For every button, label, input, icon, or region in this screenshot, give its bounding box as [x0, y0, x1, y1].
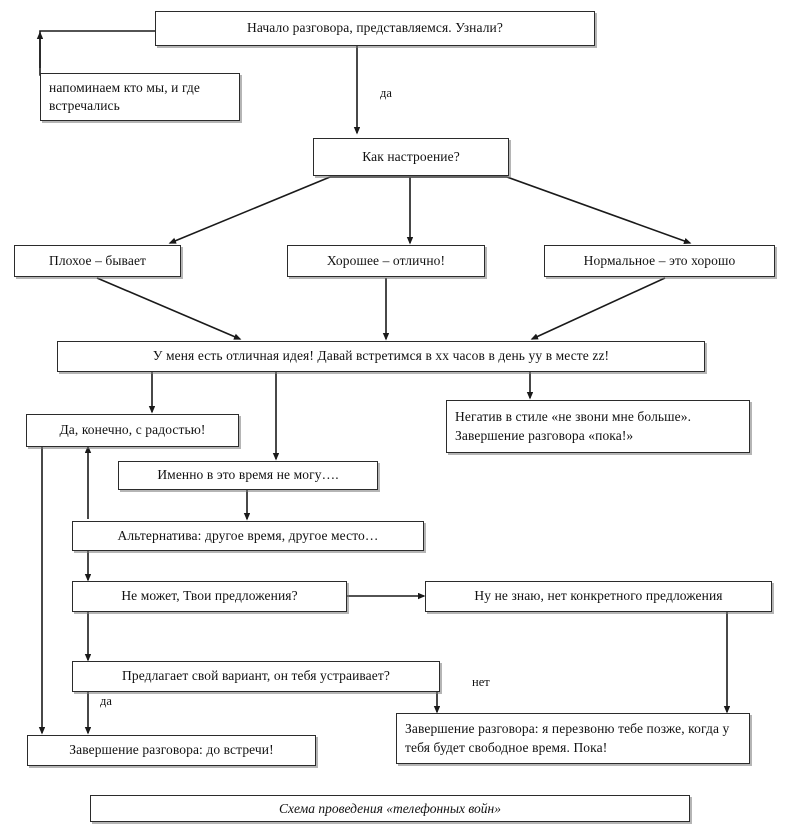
node-mood-bad-label: Плохое – бывает — [48, 252, 147, 268]
node-mood-normal[interactable]: Нормальное – это хорошо — [544, 245, 775, 277]
edge-normal-to-proposal — [530, 277, 666, 340]
diagram-caption: Схема проведения «телефонных войн» — [90, 795, 690, 822]
node-end-call-later-label: Завершение разговора: я перезвоню тебе п… — [405, 721, 730, 755]
node-remind[interactable]: напоминаем кто мы, и где встречались — [40, 73, 240, 121]
edge-mood-left-stub — [97, 176, 330, 186]
node-end-see-you-label: Завершение разговора: до встречи! — [69, 742, 274, 758]
node-mood-good[interactable]: Хорошее – отлично! — [287, 245, 485, 277]
edge-label-yes-top: да — [380, 86, 392, 100]
node-cannot-now[interactable]: Именно в это время не могу…. — [118, 461, 378, 490]
edge-label-yes-variant: да — [100, 694, 112, 708]
node-negative[interactable]: Негатив в стиле «не звони мне больше». З… — [446, 400, 750, 453]
node-alternative[interactable]: Альтернатива: другое время, другое место… — [72, 521, 424, 551]
edge-mood-bus-hidden — [330, 176, 790, 190]
diagram-caption-label: Схема проведения «телефонных войн» — [279, 800, 501, 816]
node-mood-normal-label: Нормальное – это хорошо — [583, 252, 736, 268]
node-own-variant-label: Предлагает свой вариант, он тебя устраив… — [122, 668, 390, 684]
node-dont-know-label: Ну не знаю, нет конкретного предложения — [474, 588, 723, 604]
node-proposal-label: У меня есть отличная идея! Давай встрети… — [152, 348, 610, 364]
node-start-label: Начало разговора, представляемся. Узнали… — [247, 20, 503, 36]
node-mood-good-label: Хорошее – отлично! — [326, 252, 446, 268]
edge-mood-to-normal — [506, 176, 692, 244]
node-mood-question-label: Как настроение? — [362, 148, 460, 164]
node-remind-label: напоминаем кто мы, и где встречались — [49, 79, 200, 113]
node-start[interactable]: Начало разговора, представляемся. Узнали… — [155, 11, 595, 46]
edge-mood-to-bad — [168, 176, 331, 244]
node-negative-label: Негатив в стиле «не звони мне больше». З… — [455, 409, 692, 443]
node-your-offers-label: Не может, Твои предложения? — [121, 588, 298, 604]
node-yes-gladly[interactable]: Да, конечно, с радостью! — [26, 414, 239, 447]
node-end-see-you[interactable]: Завершение разговора: до встречи! — [27, 735, 316, 766]
node-end-call-later[interactable]: Завершение разговора: я перезвоню тебе п… — [396, 713, 750, 764]
node-proposal[interactable]: У меня есть отличная идея! Давай встрети… — [57, 341, 705, 372]
edge-label-no-variant: нет — [472, 675, 490, 689]
node-dont-know[interactable]: Ну не знаю, нет конкретного предложения — [425, 581, 772, 612]
node-alternative-label: Альтернатива: другое время, другое место… — [117, 527, 379, 543]
node-your-offers[interactable]: Не может, Твои предложения? — [72, 581, 347, 612]
node-mood-question[interactable]: Как настроение? — [313, 138, 509, 176]
edge-bad-to-proposal — [96, 277, 242, 340]
node-cannot-now-label: Именно в это время не могу…. — [157, 467, 339, 483]
node-yes-gladly-label: Да, конечно, с радостью! — [59, 422, 206, 438]
edge-start-to-remind — [39, 30, 160, 76]
node-own-variant[interactable]: Предлагает свой вариант, он тебя устраив… — [72, 661, 440, 692]
node-mood-bad[interactable]: Плохое – бывает — [14, 245, 181, 277]
